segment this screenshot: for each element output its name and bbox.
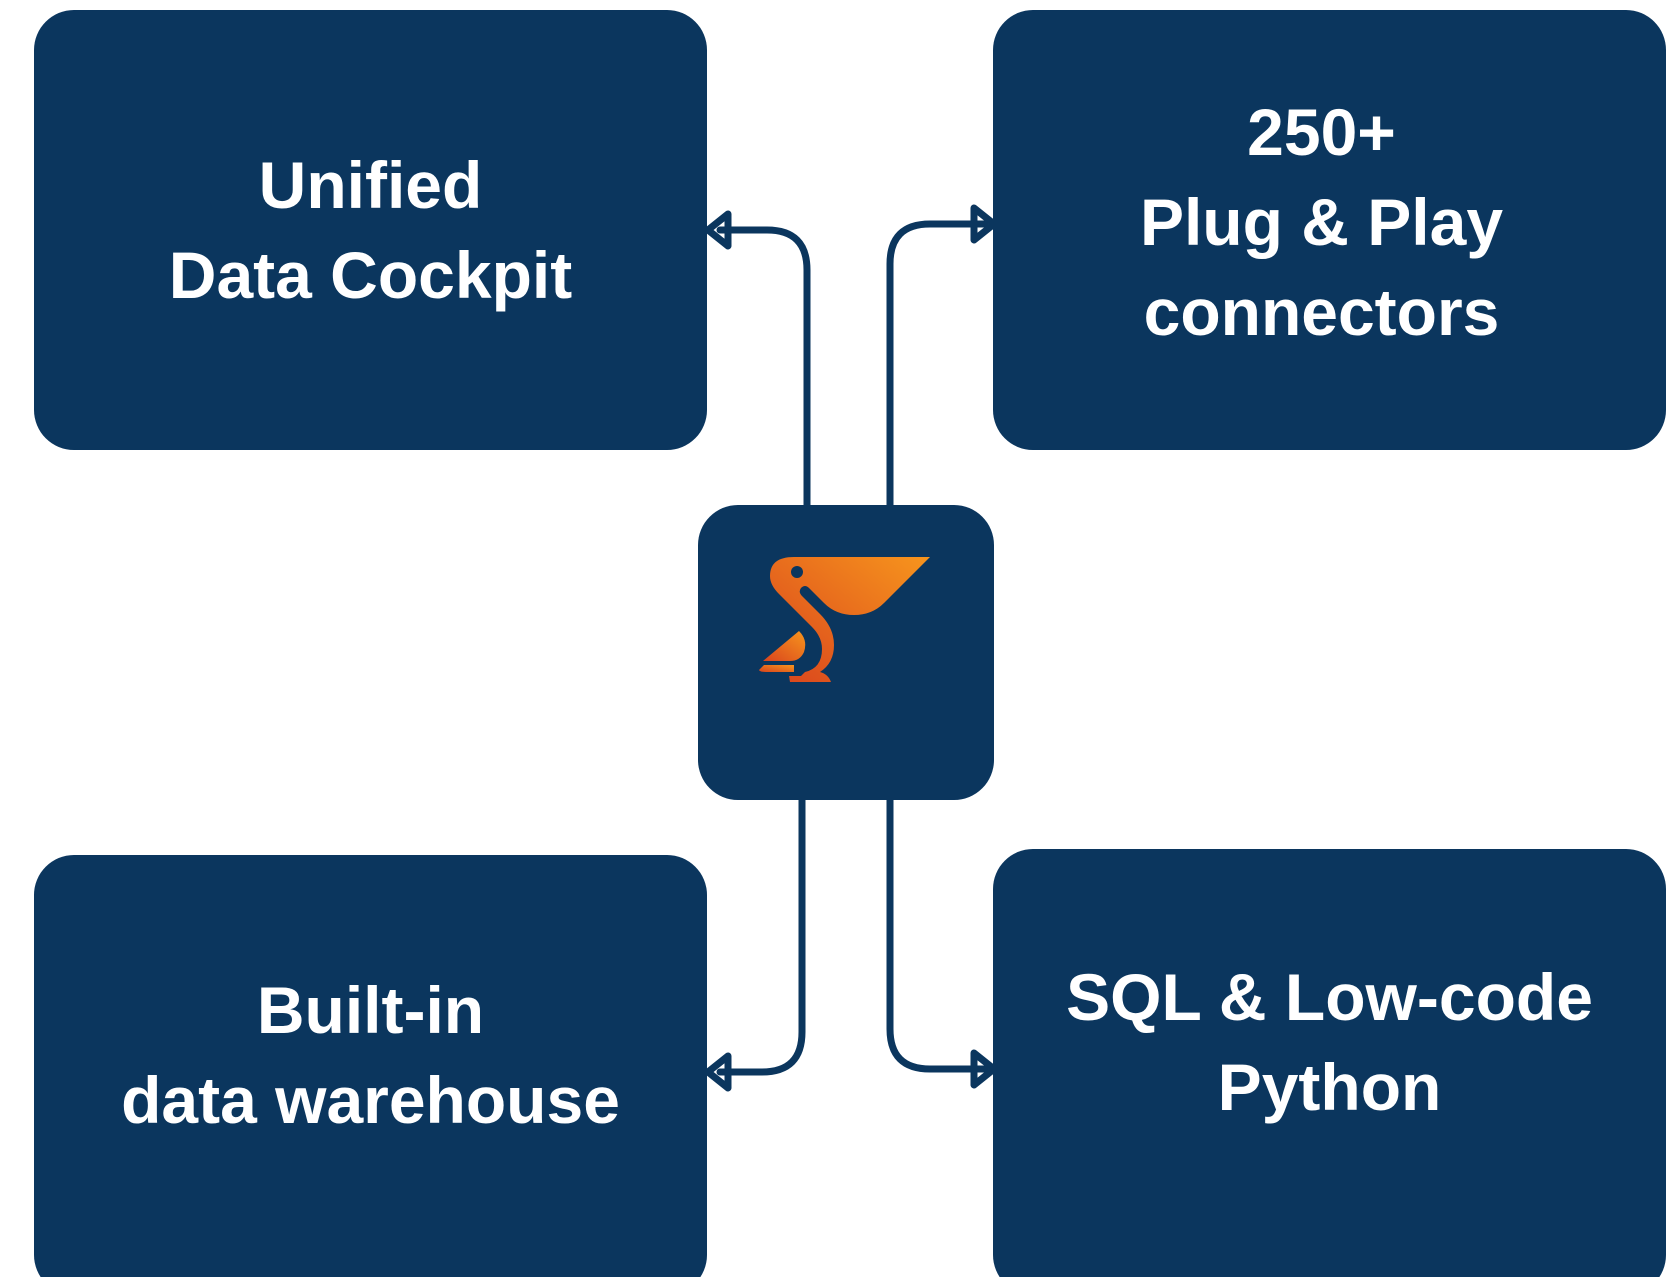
hub-node: [698, 505, 994, 800]
node-label-line: data warehouse: [121, 1063, 620, 1137]
node-label-line: Built-in: [256, 973, 485, 1047]
node-label-line: connectors: [1143, 275, 1500, 349]
connector-top-right: [886, 220, 989, 509]
node-built-in-data-warehouse: Built-in data warehouse: [34, 855, 707, 1277]
arrowhead-bottom-right: [970, 1049, 998, 1089]
node-plug-and-play-connectors: 250+ Plug & Play connectors: [993, 10, 1666, 450]
arrowhead-top-right: [970, 204, 998, 244]
node-label-line: Plug & Play: [1139, 185, 1504, 259]
arrowhead-bottom-left: [704, 1052, 732, 1092]
arrowhead-top-left: [704, 210, 732, 250]
node-sql-low-code-python: SQL & Low-code Python: [993, 849, 1666, 1277]
pelican-logo-icon: [759, 557, 930, 682]
connector-bottom-right: [886, 796, 989, 1073]
connector-bottom-left: [716, 796, 806, 1076]
connector-top-left: [716, 226, 811, 509]
node-label-line: Python: [1217, 1050, 1442, 1124]
node-label-line: Data Cockpit: [168, 238, 573, 312]
node-label-line: 250+: [1247, 95, 1396, 169]
node-label-line: Unified: [258, 148, 483, 222]
node-unified-data-cockpit: Unified Data Cockpit: [34, 10, 707, 450]
node-label-line: SQL & Low-code: [1066, 960, 1593, 1034]
